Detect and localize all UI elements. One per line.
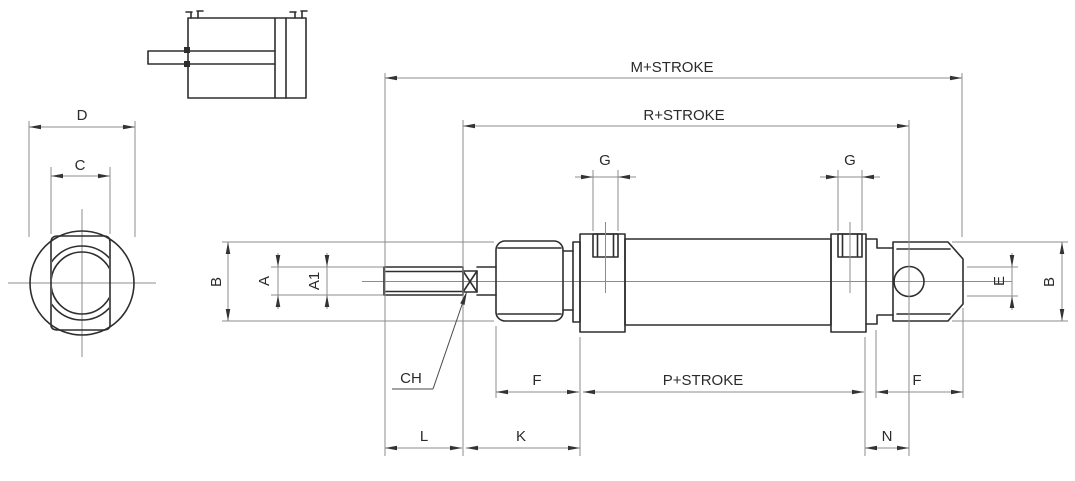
rod-chamfer-square	[462, 270, 478, 293]
dim-N-label: N	[882, 428, 893, 445]
front-view-thread-circles	[52, 245, 109, 321]
dim-A1: A1	[306, 253, 330, 309]
dim-A-label: A	[256, 276, 273, 286]
rear-port	[837, 222, 863, 293]
schematic-gland-mark-bottom	[184, 61, 190, 67]
dim-CH-label: CH	[400, 370, 422, 387]
dim-D-label: D	[77, 107, 88, 124]
dim-A1-label: A1	[306, 272, 323, 290]
dim-G-front-label: G	[599, 152, 611, 169]
schematic-body	[187, 17, 307, 99]
dim-G-rear-label: G	[844, 152, 856, 169]
dim-B-right: B	[1041, 242, 1065, 321]
dim-K-label: K	[516, 428, 526, 445]
nut-collar	[562, 250, 574, 311]
dim-G-rear: G	[820, 152, 880, 180]
dim-B-right-label: B	[1041, 277, 1058, 287]
dim-P-stroke: P+STROKE	[583, 372, 864, 395]
dim-F-rear: F	[876, 372, 963, 395]
dim-R-stroke: R+STROKE	[463, 107, 909, 129]
extension-lines	[222, 73, 1068, 456]
main-section-view	[362, 222, 1012, 333]
front-view: D C	[8, 107, 156, 357]
dim-CH: CH	[392, 291, 467, 390]
dim-L: L	[385, 428, 462, 451]
dim-R-stroke-label: R+STROKE	[643, 107, 724, 124]
dim-N: N	[865, 428, 909, 451]
schematic-port-rear-icon	[289, 10, 308, 19]
dim-D: D	[28, 107, 136, 237]
dim-C-label: C	[75, 157, 86, 174]
dim-B-left-label: B	[208, 277, 225, 287]
dim-F-front-label: F	[532, 372, 541, 389]
front-port	[592, 222, 619, 293]
rear-cap	[830, 233, 867, 333]
eye-step-bottom	[865, 314, 894, 325]
front-view-outer-circle	[29, 230, 135, 336]
schematic-port-front-icon	[185, 10, 204, 19]
ch-leader-arrow	[460, 291, 467, 305]
dim-M-stroke-label: M+STROKE	[631, 59, 714, 76]
dim-F-rear-label: F	[912, 372, 921, 389]
dim-E: E	[991, 253, 1015, 310]
schematic-gland-mark-top	[184, 47, 190, 53]
rod-neck	[476, 266, 497, 296]
dim-L-label: L	[420, 428, 428, 445]
schematic-side-view	[147, 10, 308, 99]
rod-hex-nut	[495, 240, 564, 322]
schematic-rod	[147, 50, 276, 65]
dim-E-label: E	[991, 276, 1008, 286]
dim-B-left: B	[208, 242, 231, 321]
dim-P-stroke-label: P+STROKE	[663, 372, 743, 389]
dim-F-front: F	[496, 372, 579, 395]
dimensions: M+STROKE R+STROKE G G B	[208, 59, 1068, 456]
dim-A: A	[256, 253, 281, 309]
dim-M-stroke: M+STROKE	[385, 59, 962, 81]
dim-K: K	[466, 428, 580, 451]
eye-step-top	[865, 238, 894, 249]
dim-G-front: G	[575, 152, 636, 180]
front-view-wrench-flats	[50, 235, 111, 331]
dim-C: C	[50, 157, 111, 234]
